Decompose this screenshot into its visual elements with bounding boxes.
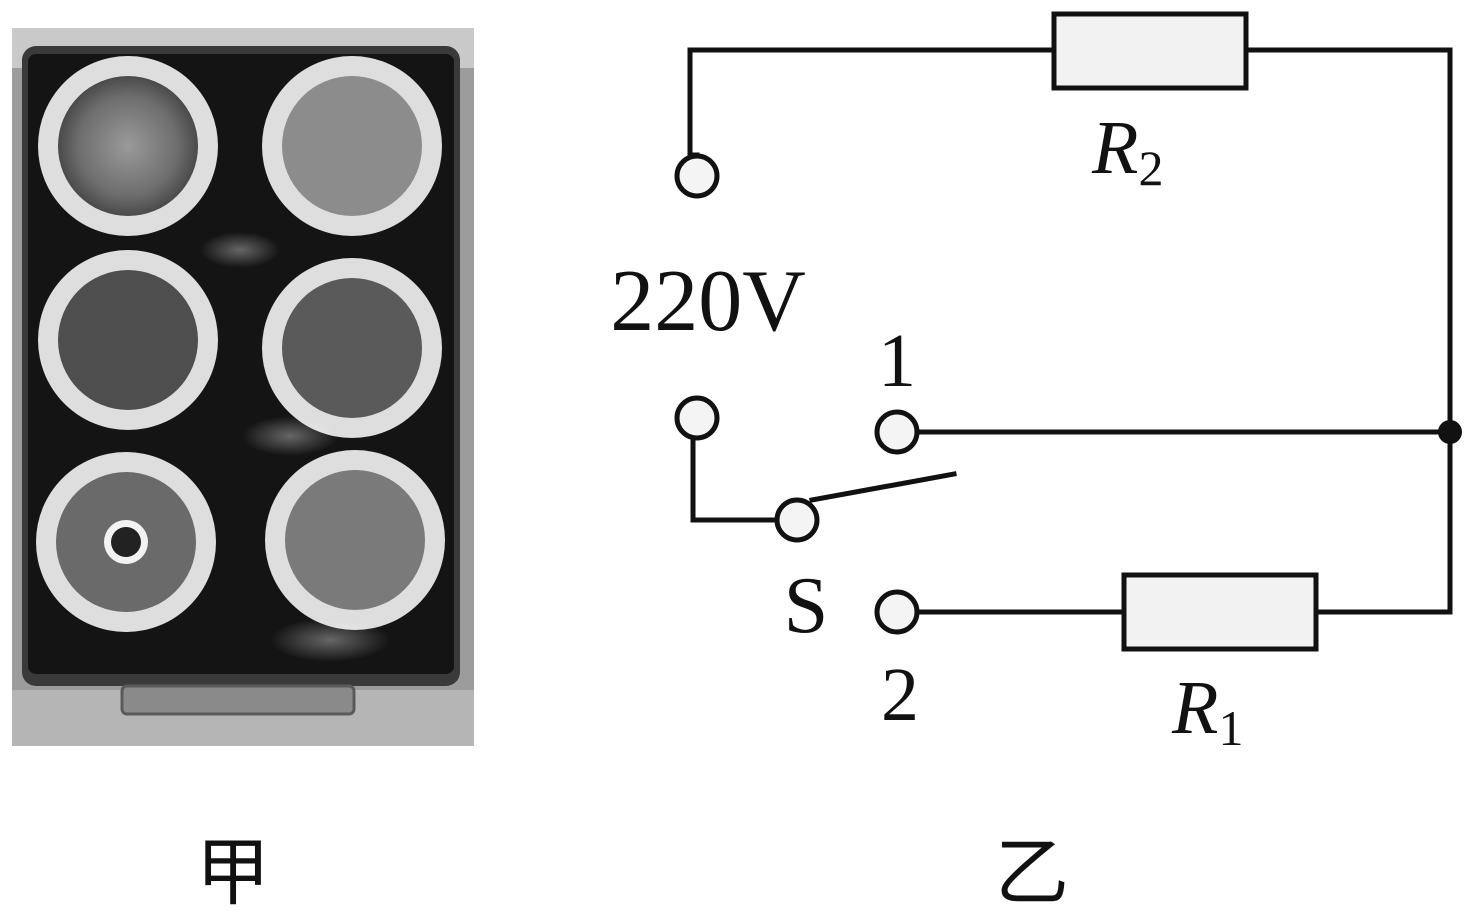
resistor-r2 (1051, 11, 1249, 91)
source-terminal-bottom (674, 395, 720, 441)
label-r2: R2 (1091, 106, 1163, 196)
label-contact-2: 2 (881, 653, 919, 737)
label-voltage: 220V (610, 253, 806, 350)
label-contact-1: 1 (878, 319, 916, 403)
plate-top-right (262, 56, 442, 236)
plate-middle-right (262, 258, 442, 438)
steam-wisp (200, 232, 280, 268)
wire-switch-feed (690, 435, 781, 523)
junction-dot (1438, 420, 1462, 444)
label-r1: R1 (1171, 666, 1243, 756)
plate-bottom-left (36, 452, 216, 632)
caption-jia: 甲 (196, 830, 270, 916)
label-switch: S (784, 562, 829, 650)
caption-yi: 乙 (995, 830, 1069, 916)
contact-1-terminal (874, 409, 920, 455)
wire-top-left (687, 47, 1057, 158)
plate-bottom-right (265, 450, 445, 630)
contact-2-terminal (874, 589, 920, 635)
plate-top-left (38, 56, 218, 236)
source-terminal-top (674, 153, 720, 199)
switch-blade (809, 471, 957, 503)
steam-wisp (270, 618, 390, 662)
steam-wisp (242, 416, 338, 456)
circuit-diagram (687, 47, 1453, 615)
device-stand (120, 684, 356, 716)
resistor-r1 (1121, 572, 1319, 652)
switch-pivot (774, 497, 820, 543)
warming-plate-photo (12, 28, 474, 746)
plate-middle-left (38, 250, 218, 430)
